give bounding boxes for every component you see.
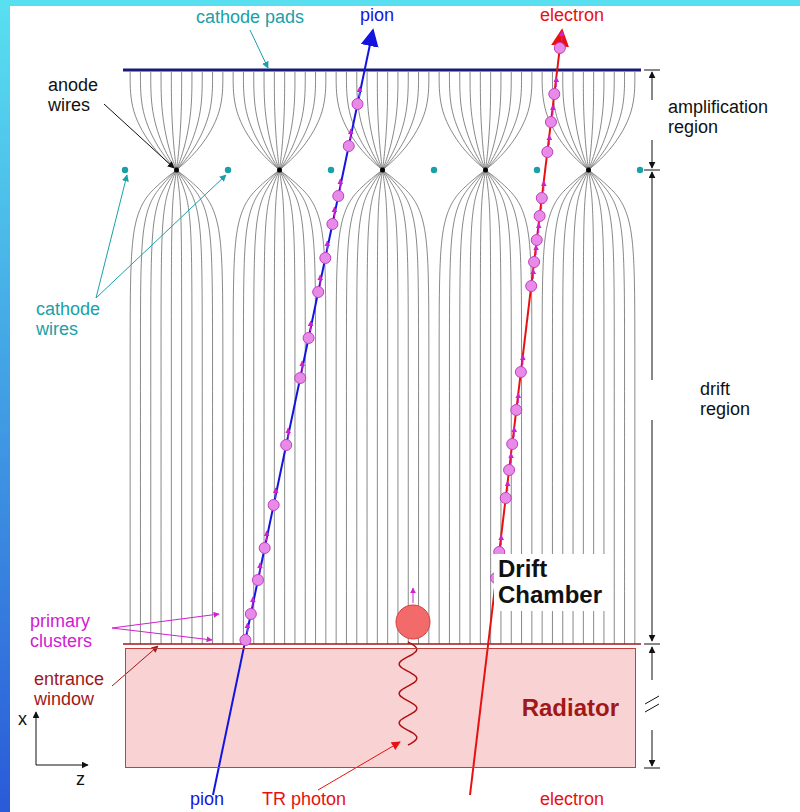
particle-label: pion [360,6,394,26]
region-label: amplification region [668,98,768,138]
component-label: cathode pads [196,8,304,28]
electron-track [470,30,562,795]
field-lines [122,72,643,644]
region-brackets [644,70,660,768]
region-label: Drift Chamber [494,554,606,611]
particle-label: electron [540,6,604,26]
component-label: anode wires [48,76,98,116]
radiator-fill [125,648,636,768]
tr-photon-wave [399,642,417,745]
component-label: entrance window [34,670,104,710]
drift-arrow [413,588,414,603]
entrance-window [123,643,641,645]
particle-label: electron [540,790,604,810]
radiator-box: Radiator [125,648,636,768]
page-panel [10,6,800,812]
component-label: primary clusters [30,612,92,652]
axis-label: x [18,710,27,730]
tr-photon-cluster [396,605,430,639]
axis-label: z [76,770,85,790]
component-label: cathode wires [36,300,100,340]
axis-symbol [36,712,88,765]
pion-track [213,30,373,795]
region-label: Radiator [522,694,635,722]
region-label: drift region [700,380,750,420]
particle-label: pion [190,790,224,810]
leader-lines [96,30,400,790]
particle-label: TR photon [262,790,346,810]
cathode-pad-plane [123,69,641,72]
